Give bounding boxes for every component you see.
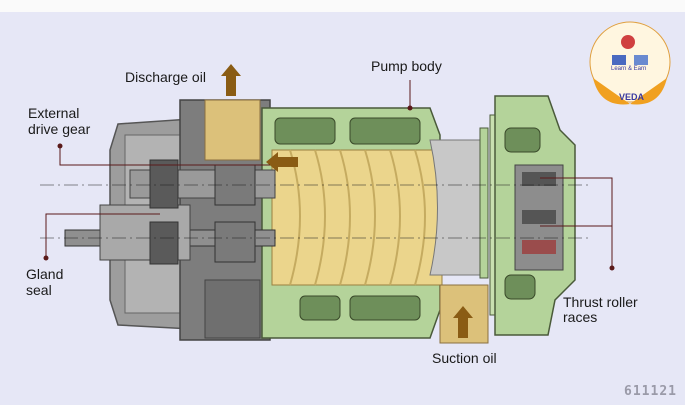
logo-tagline: Learn & Earn [611,66,647,72]
label-suction-oil: Suction oil [432,350,497,366]
leader-drive-gear [59,146,270,166]
leader-drive-gear-dot [57,143,63,149]
end-cap-window-1 [504,127,541,153]
end-cavity [429,139,481,276]
leader-thrust-races-dot [609,265,615,271]
label-thrust-roller-races-line2: races [563,309,598,325]
logo-name: VEDA [619,92,645,102]
pump-body-window-3 [299,295,341,321]
discharge-arrow [221,64,241,96]
veda-logo [589,21,671,105]
seal-block-2 [149,221,179,265]
figure-id: 611121 [624,384,677,399]
leader-thrust-races [540,177,613,268]
label-pump-body: Pump body [371,58,442,74]
top-strip [0,0,685,12]
gear-ring-2 [214,221,256,263]
pump-body-window-4 [349,295,421,321]
label-gland-seal-line1: Gland [26,266,64,282]
label-external-drive-gear-line2: drive gear [28,121,91,137]
flange-rib-1 [479,127,489,279]
label-external-drive-gear-line1: External [28,105,80,121]
rotor-chamber [271,149,443,286]
bearing-housing-lower-block [204,279,261,339]
pump-body-window-1 [274,117,336,145]
seal-block-1 [149,159,179,209]
pump-body-window-2 [349,117,421,145]
leader-gland-seal [45,213,160,258]
thrust-roller-3 [522,240,556,254]
suction-arrow [453,306,473,338]
leader-pump-body-dot [407,105,413,111]
leader-gland-seal-dot [43,255,49,261]
inflow-arrow [266,152,298,172]
thrust-roller-1 [522,172,556,186]
label-gland-seal-line2: seal [26,282,52,298]
label-thrust-roller-races-line1: Thrust roller [563,294,638,310]
end-cap-window-2 [504,274,536,300]
label-discharge-oil: Discharge oil [125,69,206,85]
rotor-screw-pattern [289,149,426,286]
thrust-roller-2 [522,210,556,224]
discharge-port [204,99,261,161]
